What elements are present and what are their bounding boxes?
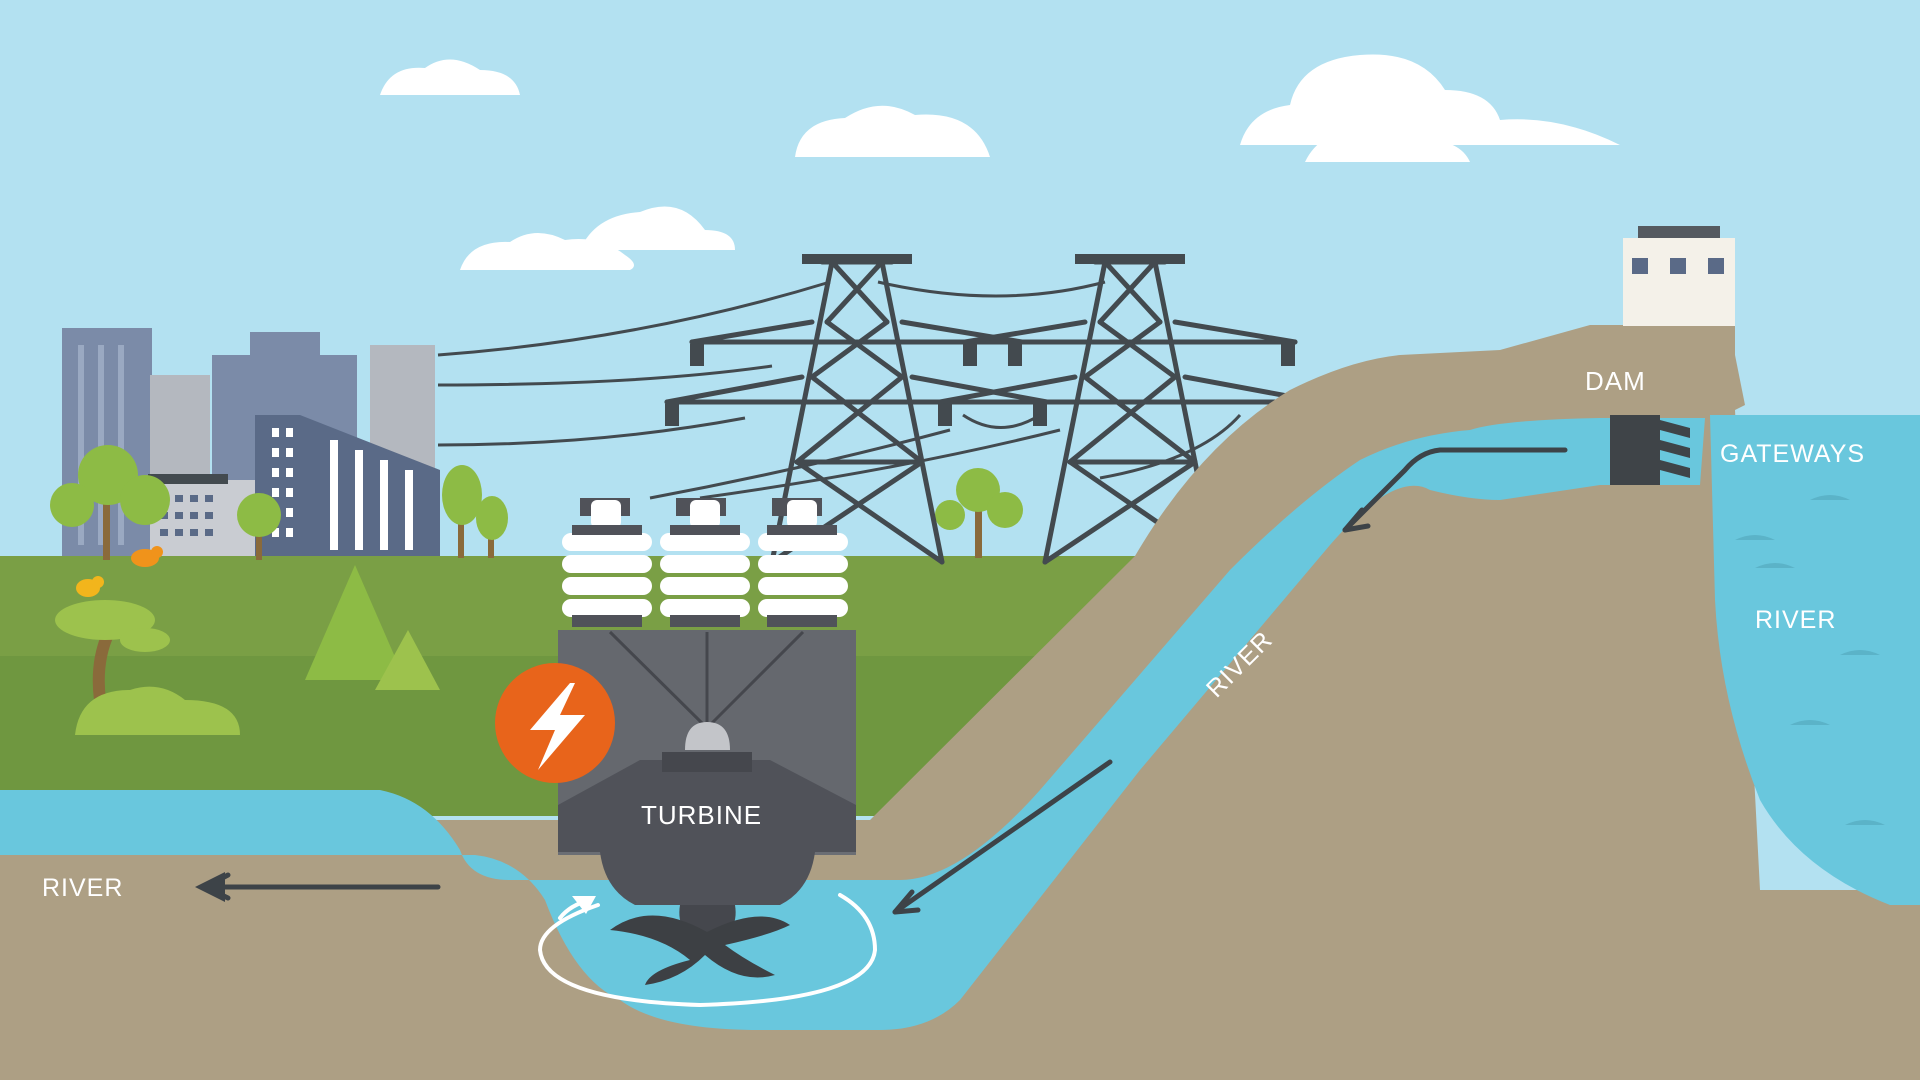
lightning-bolt-icon	[495, 663, 615, 783]
water-ripples	[1735, 495, 1885, 825]
river-reservoir-label: RIVER	[1755, 606, 1836, 634]
control-house	[1623, 238, 1735, 326]
turbine	[558, 630, 856, 985]
river-outflow-label: RIVER	[42, 874, 123, 902]
birds	[76, 546, 163, 597]
power-lines	[437, 280, 1242, 500]
clouds	[380, 54, 1620, 270]
gateways-label: GATEWAYS	[1720, 440, 1865, 468]
turbine-label: TURBINE	[641, 800, 762, 830]
river-channel	[0, 418, 1705, 1030]
ground-earth	[0, 325, 1920, 1080]
dam-label: DAM	[1585, 366, 1646, 396]
insulators	[562, 498, 848, 627]
dam-wall	[1595, 325, 1735, 415]
trees	[50, 445, 1023, 735]
gateway-structure	[1610, 415, 1690, 485]
outflow-arrowhead	[195, 872, 225, 902]
